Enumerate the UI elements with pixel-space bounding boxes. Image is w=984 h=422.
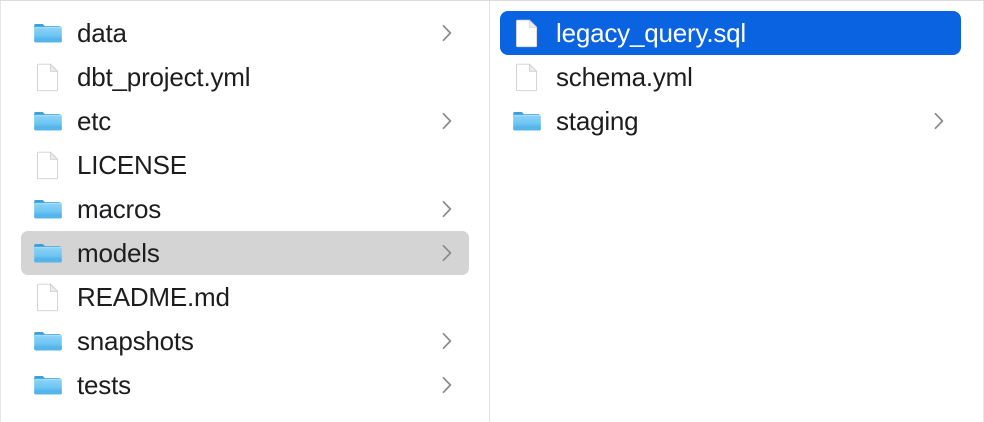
folder-icon [34, 200, 62, 219]
document-icon [37, 151, 59, 180]
document-icon [37, 63, 59, 92]
item-label: staging [556, 106, 639, 136]
models-folder-column[interactable]: legacy_query.sql schema.yml staging [490, 1, 984, 422]
item-label: tests [77, 370, 131, 400]
folder-row[interactable]: models [21, 231, 469, 275]
document-icon [37, 283, 59, 312]
chevron-right-icon[interactable] [441, 24, 453, 42]
folder-icon [34, 332, 62, 351]
chevron-right-icon[interactable] [441, 200, 453, 218]
folder-icon [34, 244, 62, 263]
folder-icon [34, 112, 62, 131]
folder-row[interactable]: tests [21, 363, 469, 407]
item-label: schema.yml [556, 62, 693, 92]
chevron-right-icon[interactable] [441, 376, 453, 394]
folder-icon [34, 376, 62, 395]
file-row[interactable]: dbt_project.yml [21, 55, 469, 99]
file-row[interactable]: README.md [21, 275, 469, 319]
folder-icon [513, 112, 541, 131]
file-row[interactable]: LICENSE [21, 143, 469, 187]
folder-row[interactable]: data [21, 11, 469, 55]
folder-row[interactable]: macros [21, 187, 469, 231]
folder-icon [34, 24, 62, 43]
item-label: macros [77, 194, 162, 224]
item-label: models [77, 238, 160, 268]
item-label: etc [77, 106, 112, 136]
document-icon [516, 19, 538, 48]
item-label: LICENSE [77, 150, 187, 180]
file-row[interactable]: schema.yml [500, 55, 961, 99]
item-label: snapshots [77, 326, 194, 356]
chevron-right-icon[interactable] [933, 112, 945, 130]
document-icon [516, 63, 538, 92]
folder-row[interactable]: staging [500, 99, 961, 143]
folder-row[interactable]: snapshots [21, 319, 469, 363]
chevron-right-icon[interactable] [441, 244, 453, 262]
item-label: dbt_project.yml [77, 62, 251, 92]
file-row[interactable]: legacy_query.sql [500, 11, 961, 55]
item-label: data [77, 18, 127, 48]
item-label: legacy_query.sql [556, 18, 746, 48]
folder-row[interactable]: etc [21, 99, 469, 143]
item-label: README.md [77, 282, 230, 312]
chevron-right-icon[interactable] [441, 112, 453, 130]
chevron-right-icon[interactable] [441, 332, 453, 350]
